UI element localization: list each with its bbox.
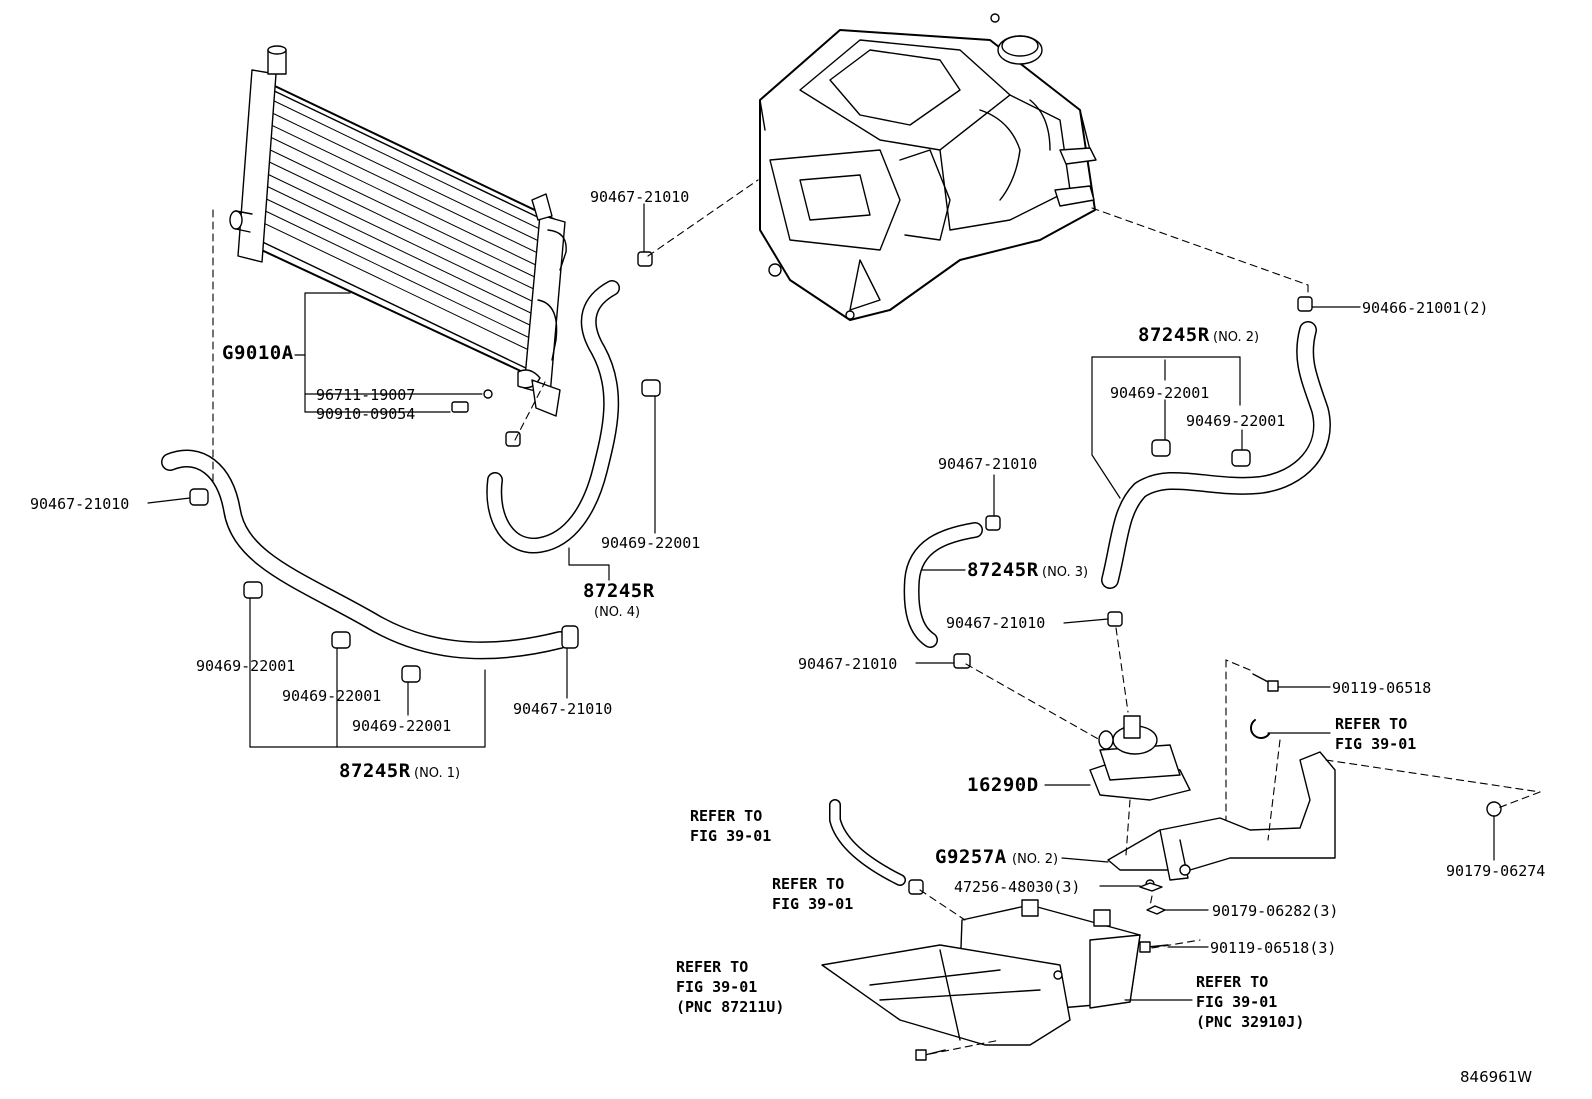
radiator — [229, 45, 567, 417]
label-87245r-no1-sub: (NO. 1) — [414, 766, 461, 781]
label-90119-06518: 90119-06518 — [1332, 679, 1432, 697]
label-90467-21010-e: 90467-21010 — [946, 614, 1046, 632]
label-90119-06518-3: 90119-06518(3) — [1210, 939, 1337, 957]
label-87245r-no3-sub: (NO. 3) — [1042, 565, 1089, 580]
label-90179-06274: 90179-06274 — [1446, 862, 1546, 880]
label-96711-19007: 96711-19007 — [316, 386, 416, 404]
label-90469-22001-c: 90469-22001 — [282, 687, 382, 705]
label-90467-21010-c: 90467-21010 — [513, 700, 613, 718]
label-47256-48030: 47256-48030(3) — [954, 878, 1081, 896]
hoses — [161, 280, 1331, 886]
water-pump — [1089, 715, 1191, 801]
label-87245r-no1: 87245R — [339, 760, 411, 782]
label-90179-06282: 90179-06282(3) — [1212, 902, 1339, 920]
label-87245r-no3: 87245R — [967, 559, 1039, 581]
label-90467-21010-a: 90467-21010 — [590, 188, 690, 206]
dashed-guides — [212, 179, 1541, 1055]
figure-code: 846961W — [1460, 1068, 1533, 1086]
label-90910-09054: 90910-09054 — [316, 405, 416, 423]
label-90469-22001-d: 90469-22001 — [352, 717, 452, 735]
bracket — [1107, 751, 1336, 889]
clamps — [189, 251, 1313, 895]
label-16290d: 16290D — [967, 774, 1039, 796]
label-90469-22001-e: 90469-22001 — [1110, 384, 1210, 402]
label-90466-21001: 90466-21001(2) — [1362, 299, 1489, 317]
inverter-assembly — [759, 13, 1097, 321]
refer-to-fig-a: REFER TO FIG 39-01 — [1335, 715, 1417, 753]
cooler-and-duct — [821, 899, 1141, 1046]
label-g9010a: G9010A — [222, 342, 294, 364]
leader-lines — [147, 203, 1495, 1001]
label-87245r-no2-sub: (NO. 2) — [1213, 330, 1260, 345]
label-90467-21010-d: 90467-21010 — [938, 455, 1038, 473]
refer-to-fig-c: REFER TO FIG 39-01 — [772, 875, 854, 913]
fasteners — [915, 673, 1502, 1061]
refer-to-fig-d: REFER TO FIG 39-01 (PNC 87211U) — [676, 958, 785, 1016]
refer-to-fig-e: REFER TO FIG 39-01 (PNC 32910J) — [1196, 973, 1305, 1031]
label-87245r-no4-sub: (NO. 4) — [594, 605, 641, 620]
label-90469-22001-a: 90469-22001 — [601, 534, 701, 552]
label-g9257a-sub: (NO. 2) — [1012, 852, 1059, 867]
label-90469-22001-b: 90469-22001 — [196, 657, 296, 675]
label-g9257a: G9257A — [935, 846, 1007, 868]
label-90467-21010-b: 90467-21010 — [30, 495, 130, 513]
label-87245r-no2: 87245R — [1138, 324, 1210, 346]
label-87245r-no4: 87245R — [583, 580, 655, 602]
refer-to-fig-b: REFER TO FIG 39-01 — [690, 807, 772, 845]
label-90469-22001-f: 90469-22001 — [1186, 412, 1286, 430]
label-90467-21010-f: 90467-21010 — [798, 655, 898, 673]
